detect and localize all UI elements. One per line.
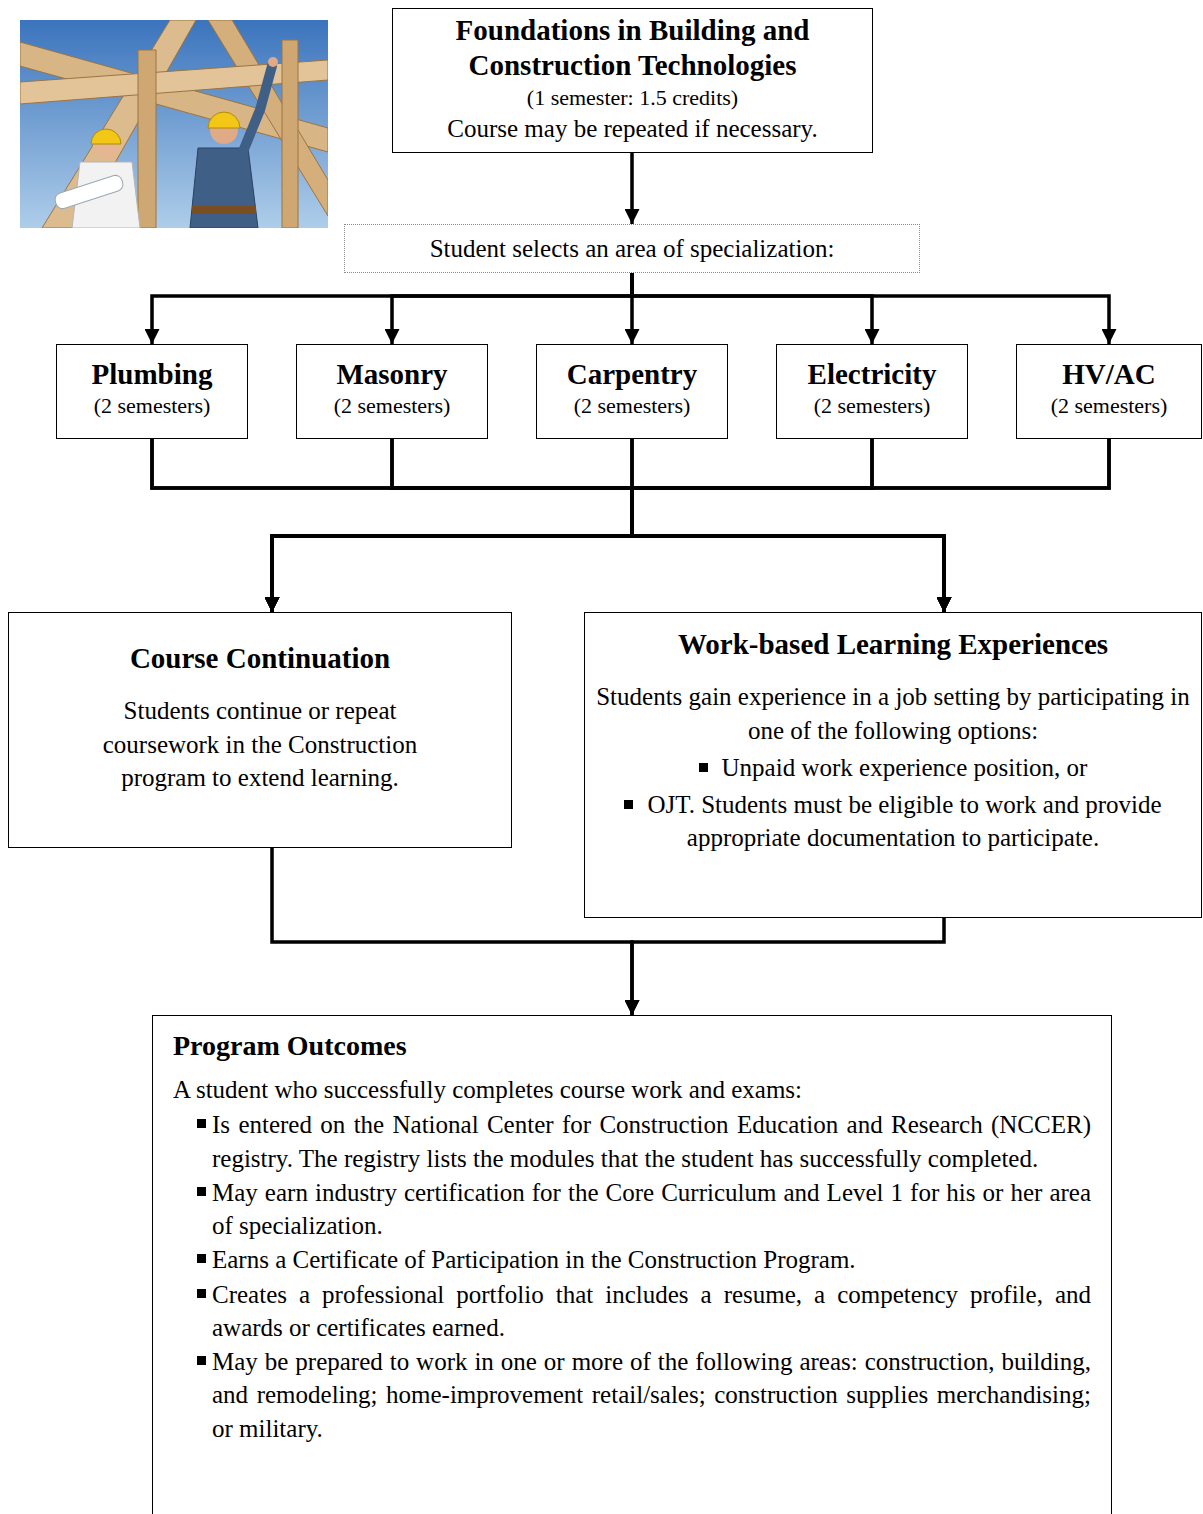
duration-text: (1 semester: 1.5 credits) — [403, 84, 862, 113]
bullet-item: May earn industry certification for the … — [173, 1176, 1091, 1243]
body-text: A student who successfully completes cou… — [173, 1073, 1091, 1106]
box-heading: Foundations in Building and Construction… — [403, 13, 862, 84]
specialization-box: Electricity(2 semesters) — [776, 344, 968, 439]
bullet-item: Earns a Certificate of Participation in … — [173, 1243, 1091, 1276]
flow-arrow — [152, 273, 632, 344]
bullet-item: OJT. Students must be eligible to work a… — [595, 788, 1191, 855]
bullet-item: Creates a professional portfolio that in… — [173, 1278, 1091, 1345]
construction-photo — [20, 20, 328, 228]
duration-text: (2 semesters) — [301, 392, 483, 421]
flow-arrow — [632, 273, 872, 344]
flow-arrow — [632, 439, 944, 612]
body-text: Student selects an area of specializatio… — [355, 232, 909, 265]
post — [282, 40, 298, 228]
option-box: Work-based Learning ExperiencesStudents … — [584, 612, 1202, 918]
outcomes-box: Program Outcomes A student who successful… — [152, 1015, 1112, 1514]
post — [138, 50, 156, 228]
body-text: Students gain experience in a job settin… — [595, 680, 1191, 747]
flow-arrow — [630, 153, 634, 224]
bullet-item: May be prepared to work in one or more o… — [173, 1345, 1091, 1445]
flow-arrow — [392, 439, 944, 612]
flow-arrow — [632, 273, 1109, 344]
flow-arrow — [632, 439, 944, 612]
flow-arrow — [272, 439, 632, 612]
duration-text: (2 semesters) — [541, 392, 723, 421]
duration-text: (2 semesters) — [61, 392, 243, 421]
tool-belt — [192, 206, 256, 214]
flow-arrow — [272, 439, 872, 612]
instruction-box: Student selects an area of specializatio… — [344, 224, 920, 273]
hand — [268, 57, 278, 67]
box-heading: Plumbing — [61, 357, 243, 392]
option-box: Course ContinuationStudents continue or … — [8, 612, 512, 848]
bullet-item: Unpaid work experience position, or — [595, 751, 1191, 784]
hard-hat — [91, 129, 121, 144]
box-heading: Electricity — [781, 357, 963, 392]
pointing-arm — [242, 66, 272, 154]
course-box: Foundations in Building and Construction… — [392, 8, 873, 153]
flow-arrow — [632, 918, 944, 1015]
hard-hat — [208, 112, 240, 128]
sky — [20, 20, 328, 228]
rafter — [42, 20, 196, 228]
box-heading: Work-based Learning Experiences — [595, 627, 1191, 662]
blueprint-roll — [53, 174, 125, 211]
specialization-box: Plumbing(2 semesters) — [56, 344, 248, 439]
bullet-item: Is entered on the National Center for Co… — [173, 1108, 1091, 1175]
duration-text: (2 semesters) — [1021, 392, 1197, 421]
body-text: Students continue or repeat coursework i… — [65, 694, 455, 794]
box-heading: Carpentry — [541, 357, 723, 392]
flow-arrow — [632, 439, 1109, 612]
worker-body — [190, 148, 258, 228]
box-heading: HV/AC — [1021, 357, 1197, 392]
flow-arrow — [272, 439, 1109, 612]
flow-arrow — [392, 273, 632, 344]
flow-arrow — [272, 439, 632, 612]
specialization-box: Carpentry(2 semesters) — [536, 344, 728, 439]
box-heading: Course Continuation — [65, 641, 455, 676]
body-text: Course may be repeated if necessary. — [403, 112, 862, 145]
specialization-box: Masonry(2 semesters) — [296, 344, 488, 439]
box-heading: Program Outcomes — [173, 1028, 1091, 1063]
duration-text: (2 semesters) — [781, 392, 963, 421]
flow-arrow — [272, 848, 632, 1015]
specialization-box: HV/AC(2 semesters) — [1016, 344, 1202, 439]
box-heading: Masonry — [301, 357, 483, 392]
